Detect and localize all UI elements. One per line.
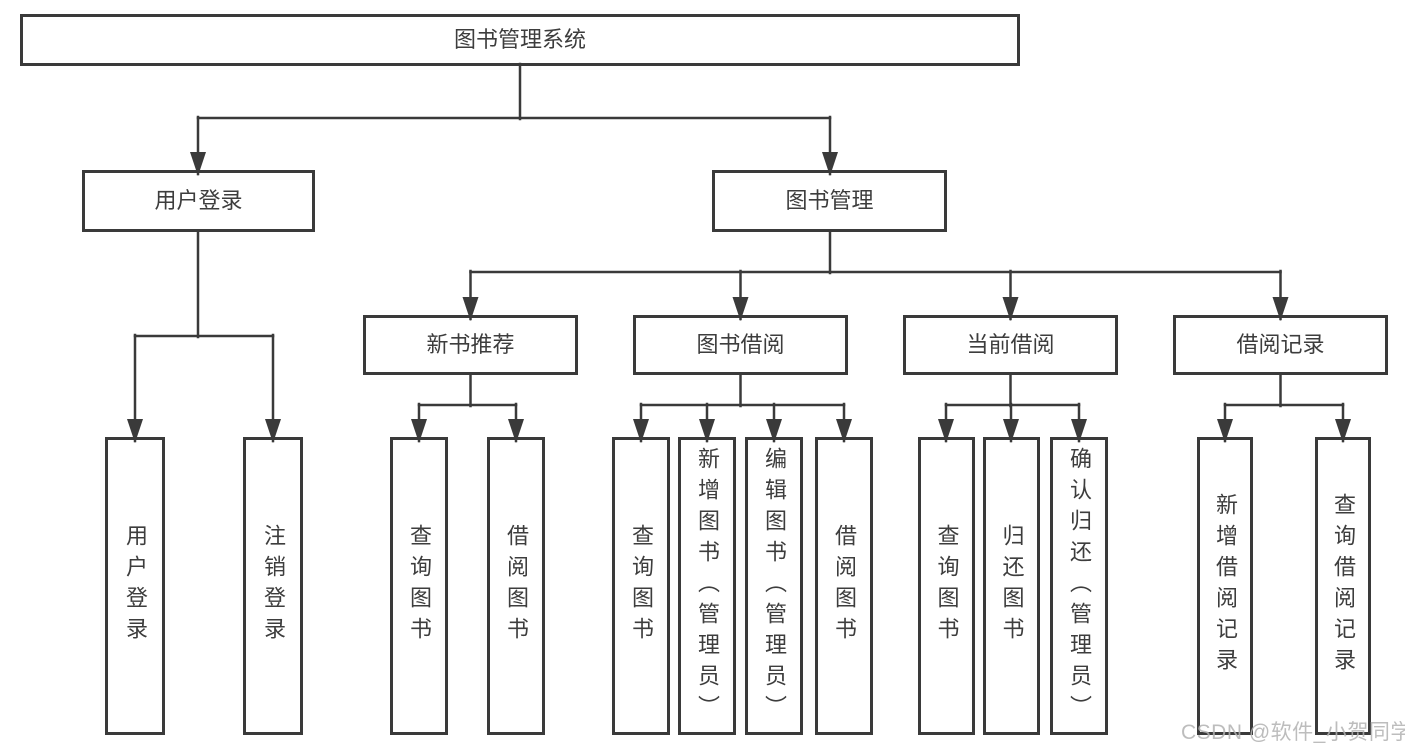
leaf-records-query-record: 查询借阅记录 (1315, 437, 1371, 735)
node-book-borrow: 图书借阅 (633, 315, 848, 375)
leaf-logout: 注销登录 (243, 437, 303, 735)
node-root: 图书管理系统 (20, 14, 1020, 66)
leaf-newbooks-query-books: 查询图书 (390, 437, 448, 735)
leaf-borrow-borrow-books: 借阅图书 (815, 437, 873, 735)
leaf-records-add-record: 新增借阅记录 (1197, 437, 1253, 735)
leaf-user-login: 用户登录 (105, 437, 165, 735)
leaf-borrow-add-books-admin: 新增图书（管理员） (678, 437, 736, 735)
leaf-borrow-edit-books-admin: 编辑图书（管理员） (745, 437, 803, 735)
leaf-borrow-query-books: 查询图书 (612, 437, 670, 735)
node-book-management: 图书管理 (712, 170, 947, 232)
node-borrow-records: 借阅记录 (1173, 315, 1388, 375)
leaf-current-query-books: 查询图书 (918, 437, 975, 735)
node-user-login: 用户登录 (82, 170, 315, 232)
csdn-watermark: CSDN @软件_小贺同学 (1181, 721, 1405, 744)
node-new-book-recommend: 新书推荐 (363, 315, 578, 375)
leaf-newbooks-borrow-books: 借阅图书 (487, 437, 545, 735)
node-current-borrow: 当前借阅 (903, 315, 1118, 375)
leaf-current-return-books: 归还图书 (983, 437, 1040, 735)
leaf-current-confirm-return-admin: 确认归还（管理员） (1050, 437, 1108, 735)
